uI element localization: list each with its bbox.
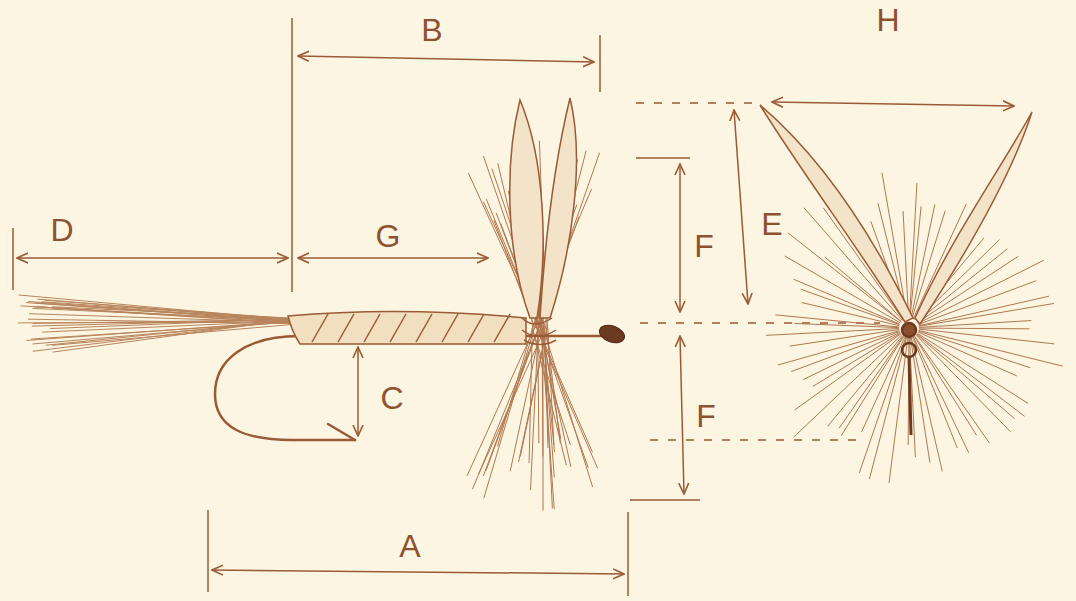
- dimension-label: F: [696, 400, 716, 432]
- thread: [522, 318, 556, 345]
- dimension-label: F: [694, 230, 714, 262]
- hackle-fiber: [541, 328, 554, 509]
- dimension-arrow: [298, 257, 488, 259]
- hackle-fiber: [803, 332, 900, 379]
- hackle-fiber: [778, 331, 899, 365]
- rib: [468, 314, 484, 342]
- extension-line: [12, 228, 14, 290]
- dimension-label: D: [50, 214, 73, 246]
- dimension-arrow: [298, 56, 594, 62]
- dashed-guide: [640, 322, 880, 324]
- hackle-front: [766, 173, 1062, 483]
- hackle-fiber: [913, 337, 968, 453]
- hackle-fiber: [813, 333, 901, 386]
- dimension-lines: [13, 18, 1014, 596]
- tail-fiber: [45, 300, 300, 319]
- dimension-arrow: [734, 110, 748, 304]
- hackle-fiber: [919, 296, 1049, 326]
- hook-shank: [909, 357, 911, 435]
- hackle-fiber: [790, 330, 900, 347]
- tail-fiber: [52, 324, 300, 346]
- hackle-fiber: [497, 328, 532, 446]
- wings-side: [510, 98, 577, 318]
- rib: [390, 314, 406, 342]
- hackle-fiber: [479, 328, 546, 474]
- hackle-fiber: [766, 329, 899, 336]
- dimension-label: A: [399, 530, 420, 562]
- tail-fiber: [26, 303, 300, 322]
- rib: [442, 314, 458, 342]
- wings-front: [760, 105, 1032, 324]
- dimension-arrow: [772, 102, 1014, 106]
- body-ribbing: [312, 314, 510, 342]
- dimension-arrow: [17, 257, 288, 259]
- rib: [416, 314, 432, 342]
- extension-line: [627, 512, 629, 596]
- hook-bend: [215, 336, 612, 440]
- hackle-fiber: [472, 328, 538, 489]
- rib: [312, 314, 328, 342]
- hackle-fiber: [467, 328, 535, 476]
- hackle-fiber: [542, 328, 544, 456]
- wing: [540, 98, 576, 318]
- extension-line: [636, 157, 690, 159]
- hook-eye: [902, 343, 916, 357]
- tail-fibers: [18, 295, 300, 352]
- dimension-label: C: [380, 382, 403, 414]
- extension-line: [599, 35, 601, 92]
- hackle-fiber: [917, 334, 1025, 416]
- rib: [338, 314, 354, 342]
- tail-fiber: [33, 319, 300, 352]
- thread-wraps: [522, 318, 556, 345]
- fly-head: [597, 322, 627, 346]
- dimension-arrow: [679, 164, 681, 312]
- hackle-fiber: [917, 335, 1015, 419]
- rib: [364, 314, 380, 342]
- extension-line: [207, 510, 209, 592]
- fly-head: [902, 323, 916, 337]
- hackle-fiber: [918, 332, 1017, 376]
- dimension-arrow: [680, 336, 684, 494]
- dimension-label: E: [761, 208, 782, 240]
- rib: [494, 314, 510, 342]
- body-outline: [288, 311, 526, 344]
- tail-fiber: [42, 320, 300, 332]
- hackle-fiber: [911, 338, 942, 472]
- hackle-fiber: [919, 331, 1031, 368]
- hook-barb: [328, 424, 355, 440]
- dimension-label: G: [376, 220, 401, 252]
- hackle-fiber: [510, 328, 541, 471]
- tail-fiber: [33, 308, 300, 320]
- body: [288, 311, 526, 344]
- dashed-guide: [636, 102, 760, 104]
- hackle-fiber: [919, 328, 1030, 330]
- extension-line: [630, 499, 700, 501]
- hackle-fiber: [533, 328, 567, 465]
- wing: [915, 112, 1032, 324]
- tail-fiber: [19, 295, 300, 321]
- hackle-fiber: [841, 336, 903, 435]
- hackle-fiber: [915, 336, 990, 443]
- hackle-fiber: [859, 337, 905, 472]
- hook: [215, 336, 612, 440]
- dimension-arrow: [212, 570, 624, 574]
- hackle-fiber: [919, 321, 1031, 328]
- dimension-label: H: [876, 4, 899, 36]
- hook-front: [902, 323, 916, 435]
- tail-fiber: [28, 319, 300, 324]
- hackle-fiber: [536, 328, 597, 468]
- hackle-fiber: [483, 328, 538, 476]
- dashed-guide: [650, 439, 860, 441]
- dimension-label: B: [421, 14, 442, 46]
- wing: [510, 100, 543, 318]
- dimension-arrow: [357, 347, 359, 436]
- hackle-fiber: [910, 206, 921, 318]
- hackle-fiber: [484, 328, 535, 498]
- wing: [760, 105, 913, 322]
- extension-line: [291, 18, 293, 292]
- hackle-fiber: [862, 337, 905, 432]
